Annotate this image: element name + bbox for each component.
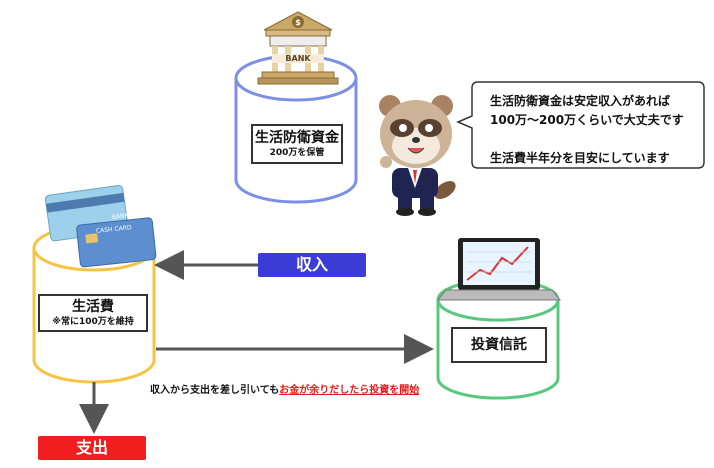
investment-title: 投資信託 (471, 337, 527, 353)
emergency-fund-subtitle: 200万を保管 (269, 148, 325, 158)
bank-sign: BANK (272, 54, 324, 63)
emergency-fund-title: 生活防衛資金 (255, 130, 339, 146)
investment-label: 投資信託 (451, 327, 547, 363)
speech-bubble-shape (456, 81, 705, 169)
living-expense-title: 生活費 (72, 299, 114, 315)
living-expense-label: 生活費 ※常に100万を維持 (38, 294, 148, 332)
income-tag: 収入 (258, 253, 366, 277)
speech-line-1: 生活防衛資金は安定収入があれば (490, 94, 671, 108)
speech-bubble-text: 生活防衛資金は安定収入があれば 100万～200万くらいで大丈夫です 生活費半年… (478, 82, 698, 168)
svg-text:$: $ (295, 18, 301, 27)
caption-plain: 収入から支出を差し引いても (150, 385, 280, 396)
caption-highlight: お金が余りだしたら投資を開始 (279, 385, 420, 396)
speech-line-2: 100万～200万くらいで大丈夫です (490, 113, 684, 127)
bank-icon: $ (257, 11, 339, 85)
raccoon-mascot (379, 95, 456, 216)
living-expense-subtitle: ※常に100万を維持 (52, 317, 134, 327)
expense-tag: 支出 (38, 436, 146, 460)
laptop-chart-icon (436, 238, 562, 301)
cash-cards-icon (44, 184, 157, 268)
speech-line-3: 生活費半年分を目安にしています (490, 151, 670, 165)
emergency-fund-label: 生活防衛資金 200万を保管 (251, 124, 343, 164)
caption-text: 収入から支出を差し引いてもお金が余りだしたら投資を開始 (150, 381, 419, 396)
